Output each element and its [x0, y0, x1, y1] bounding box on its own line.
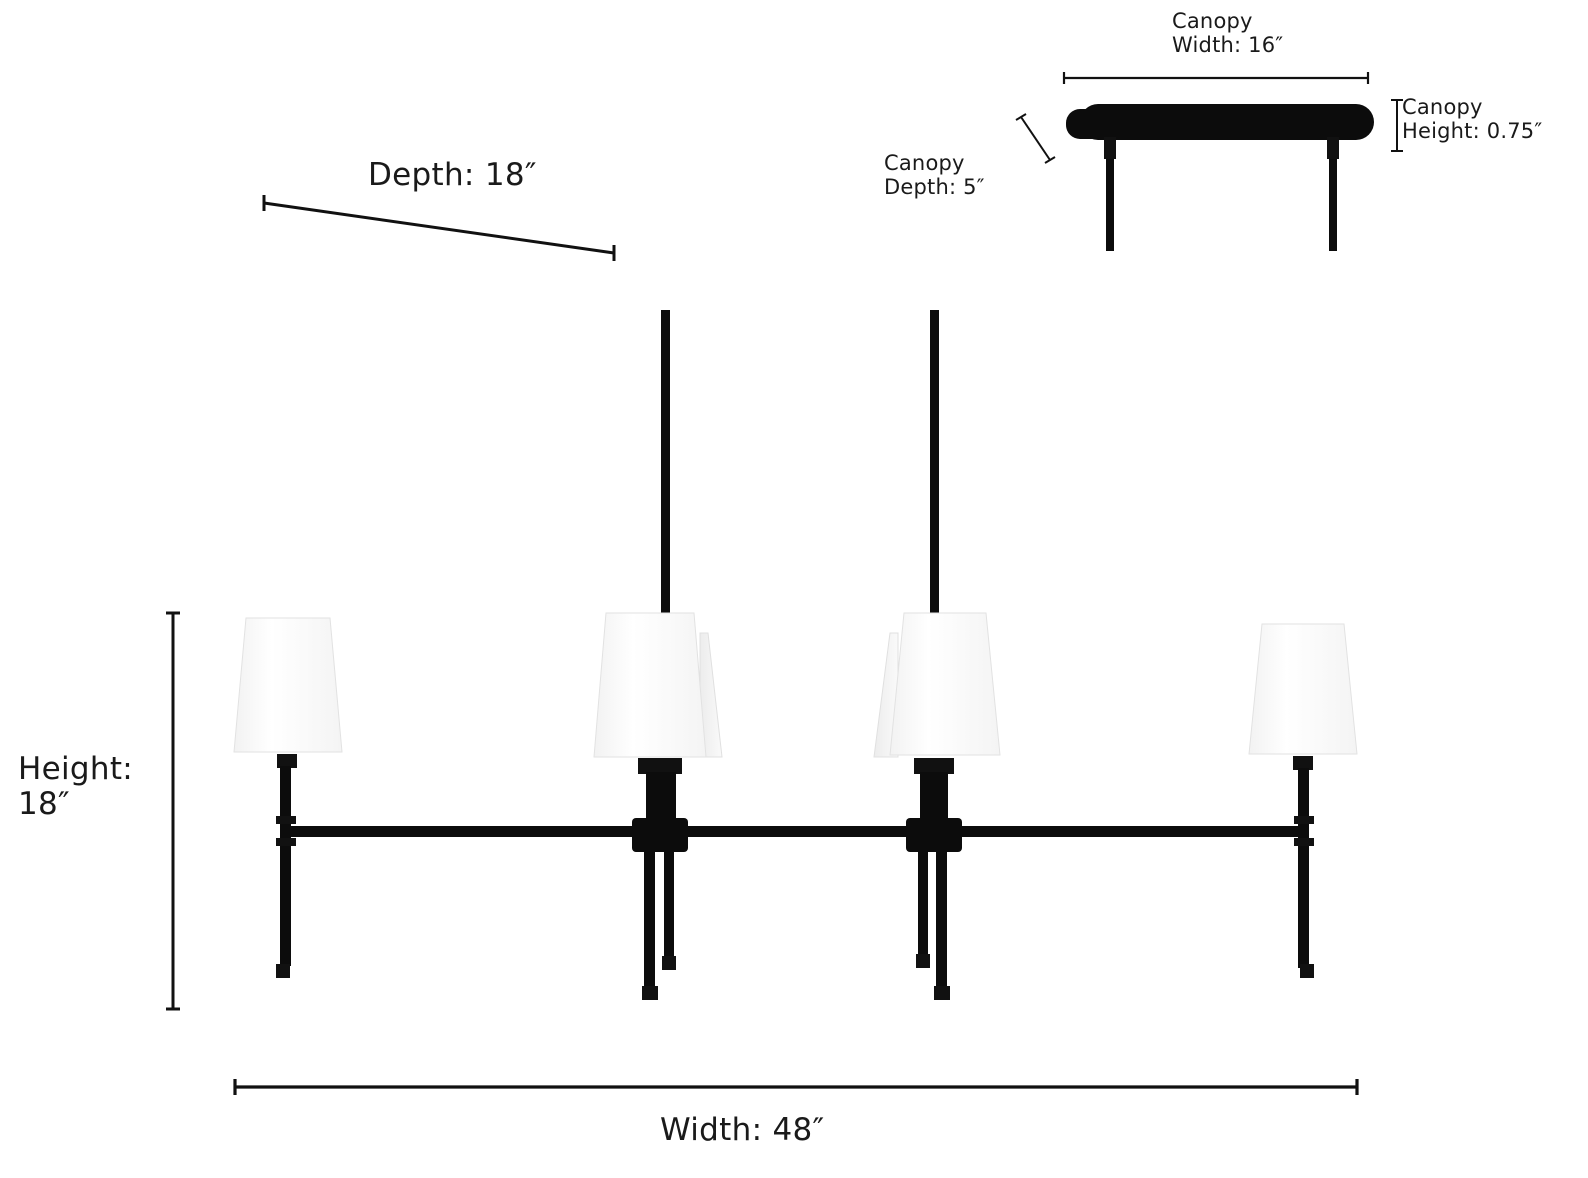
width-dimension-line	[233, 1079, 1359, 1095]
light-arm-3-front	[889, 612, 1001, 1000]
canopy-width-label: Canopy Width: 16″	[1172, 9, 1284, 57]
downrod-left	[661, 310, 670, 615]
light-arm-2-front	[593, 612, 707, 1000]
canopy-width-label-line2: Width: 16″	[1172, 32, 1284, 57]
canopy-height-label-line1: Canopy	[1402, 95, 1483, 119]
downrod-right	[930, 310, 939, 615]
height-label: Height: 18″	[18, 752, 133, 821]
depth-label: Depth: 18″	[368, 157, 537, 193]
canopy-depth-label: Canopy Depth: 5″	[884, 151, 985, 199]
canopy-width-label-line1: Canopy	[1172, 9, 1253, 33]
canopy-height-label: Canopy Height: 0.75″	[1402, 95, 1543, 143]
canopy-depth-label-line1: Canopy	[884, 151, 965, 175]
light-arm-3-back	[873, 632, 930, 968]
canopy-plate	[1066, 104, 1374, 251]
arm-bar	[290, 826, 1306, 837]
depth-dimension-line	[262, 195, 616, 261]
canopy-depth-dimension-line	[1015, 113, 1056, 164]
canopy-height-dimension-line	[1391, 99, 1403, 152]
light-arm-4	[1248, 623, 1358, 978]
height-dimension-line	[166, 611, 180, 1011]
height-label-line2: 18″	[18, 785, 70, 822]
canopy-width-dimension-line	[1062, 72, 1370, 84]
height-label-line1: Height:	[18, 751, 134, 787]
width-label: Width: 48″	[660, 1112, 825, 1148]
canopy-height-label-line2: Height: 0.75″	[1402, 118, 1543, 143]
canopy-depth-label-line2: Depth: 5″	[884, 174, 985, 199]
chandelier	[233, 310, 1358, 1000]
light-arm-1	[233, 617, 343, 978]
